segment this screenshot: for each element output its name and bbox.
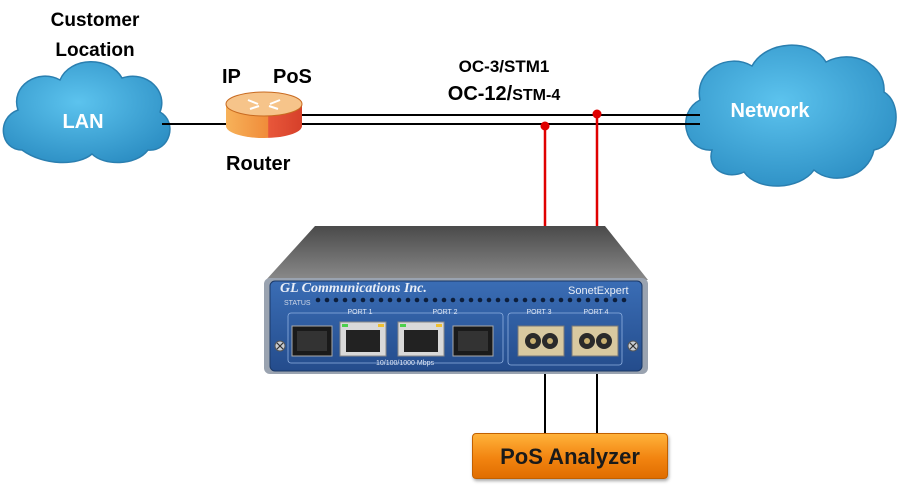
device-company-label: GL Communications Inc. — [280, 281, 427, 296]
port-4-label: PORT 4 — [583, 309, 609, 316]
router-icon — [225, 91, 303, 138]
port-2-label: PORT 2 — [432, 309, 458, 316]
screw-right — [627, 340, 639, 352]
device-product-label: SonetExpert — [568, 285, 629, 297]
speed-label: 10/100/1000 Mbps — [376, 360, 434, 367]
sonetexpert-device — [264, 226, 648, 374]
port-3-label: PORT 3 — [526, 309, 552, 316]
oc12-stm4-label: OC-12/STM-4 — [404, 83, 604, 106]
network-label: Network — [730, 100, 810, 122]
sfp-port-2 — [452, 325, 494, 357]
lan-label: LAN — [62, 111, 104, 133]
rj45-port-2 — [397, 321, 445, 357]
vent-holes — [315, 297, 627, 303]
optical-port-3 — [517, 325, 565, 357]
lan-cloud — [2, 61, 171, 164]
oc12-small-text: STM-4 — [512, 87, 561, 104]
customer-location-label: Customer Location — [50, 10, 140, 61]
oc12-main-text: OC-12/ — [447, 83, 513, 105]
pos-analyzer-box: PoS Analyzer — [472, 433, 668, 479]
port-1-label: PORT 1 — [347, 309, 373, 316]
rj45-port-1 — [339, 321, 387, 357]
optical-port-4 — [571, 325, 619, 357]
screw-left — [274, 340, 286, 352]
pos-label: PoS — [273, 66, 312, 88]
ip-label: IP — [222, 66, 241, 88]
sfp-port-1 — [291, 325, 333, 357]
oc3-stm1-label: OC-3/STM1 — [458, 57, 550, 76]
network-cloud — [685, 44, 897, 187]
device-status-label: STATUS — [284, 300, 311, 307]
router-label: Router — [226, 153, 291, 175]
